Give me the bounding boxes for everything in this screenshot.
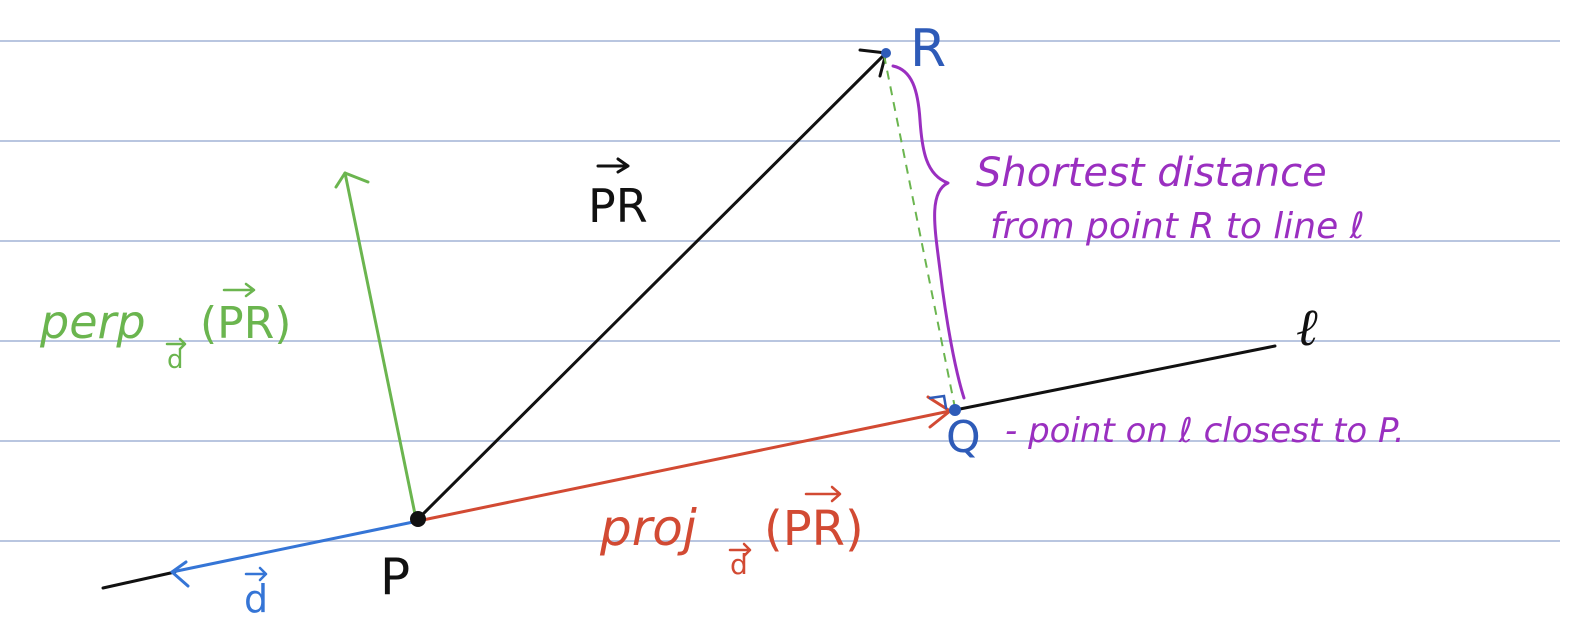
perp-label-sub: d (167, 345, 184, 375)
proj-label-prefix: proj (599, 499, 697, 557)
direction-label: d (244, 577, 268, 621)
distance-dashed-segment (883, 54, 956, 409)
point-r-dot (881, 48, 891, 58)
vector-pr (416, 48, 888, 521)
line-l (101, 344, 1277, 590)
perp-vector (334, 171, 418, 521)
perp-label-arg-arrow (222, 282, 256, 298)
perp-label-arg: (PR) (200, 298, 291, 349)
point-p-dot (410, 511, 426, 527)
perp-vector-arrowhead (334, 171, 370, 189)
vector-pr-label: PR (588, 179, 648, 233)
point-r-label: R (910, 19, 946, 79)
vector-pr-label-arrow (596, 157, 630, 174)
direction-vector-shaft (170, 519, 420, 574)
ruled-lines (0, 40, 1560, 542)
vector-pr-shaft (416, 51, 888, 521)
perp-label-prefix: perp (39, 295, 146, 349)
q-note: - point on ℓ closest to P. (1005, 411, 1405, 451)
line-l-label: ℓ (1296, 298, 1318, 358)
direction-label-arrow (244, 566, 268, 582)
proj-label-sub-arrow (728, 542, 752, 558)
line-l-upper-segment (953, 344, 1277, 412)
direction-vector-d (170, 519, 420, 588)
perp-vector-shaft (343, 171, 418, 521)
proj-label-group: proj d (PR) (599, 485, 864, 581)
line-l-lower-segment (101, 570, 177, 590)
right-angle-mark (928, 394, 948, 410)
proj-label-arg: (PR) (764, 501, 864, 557)
projection-vector-shaft (416, 409, 952, 523)
direction-label-group: d (244, 566, 268, 621)
proj-label-sub: d (730, 548, 748, 581)
direction-vector-arrowhead (170, 560, 190, 588)
distance-brace (891, 64, 966, 400)
proj-label-arg-arrow (804, 485, 842, 503)
perp-label-group: perp d (PR) (39, 282, 291, 375)
distance-note-line2: from point R to line ℓ (990, 206, 1365, 247)
point-p-label: P (380, 548, 410, 606)
distance-note-line1: Shortest distance (976, 150, 1327, 196)
perp-label-sub-arrow (165, 337, 187, 351)
point-q-dot (949, 404, 961, 416)
vector-pr-label-group: PR (588, 157, 648, 233)
point-q-label: Q (946, 412, 981, 463)
